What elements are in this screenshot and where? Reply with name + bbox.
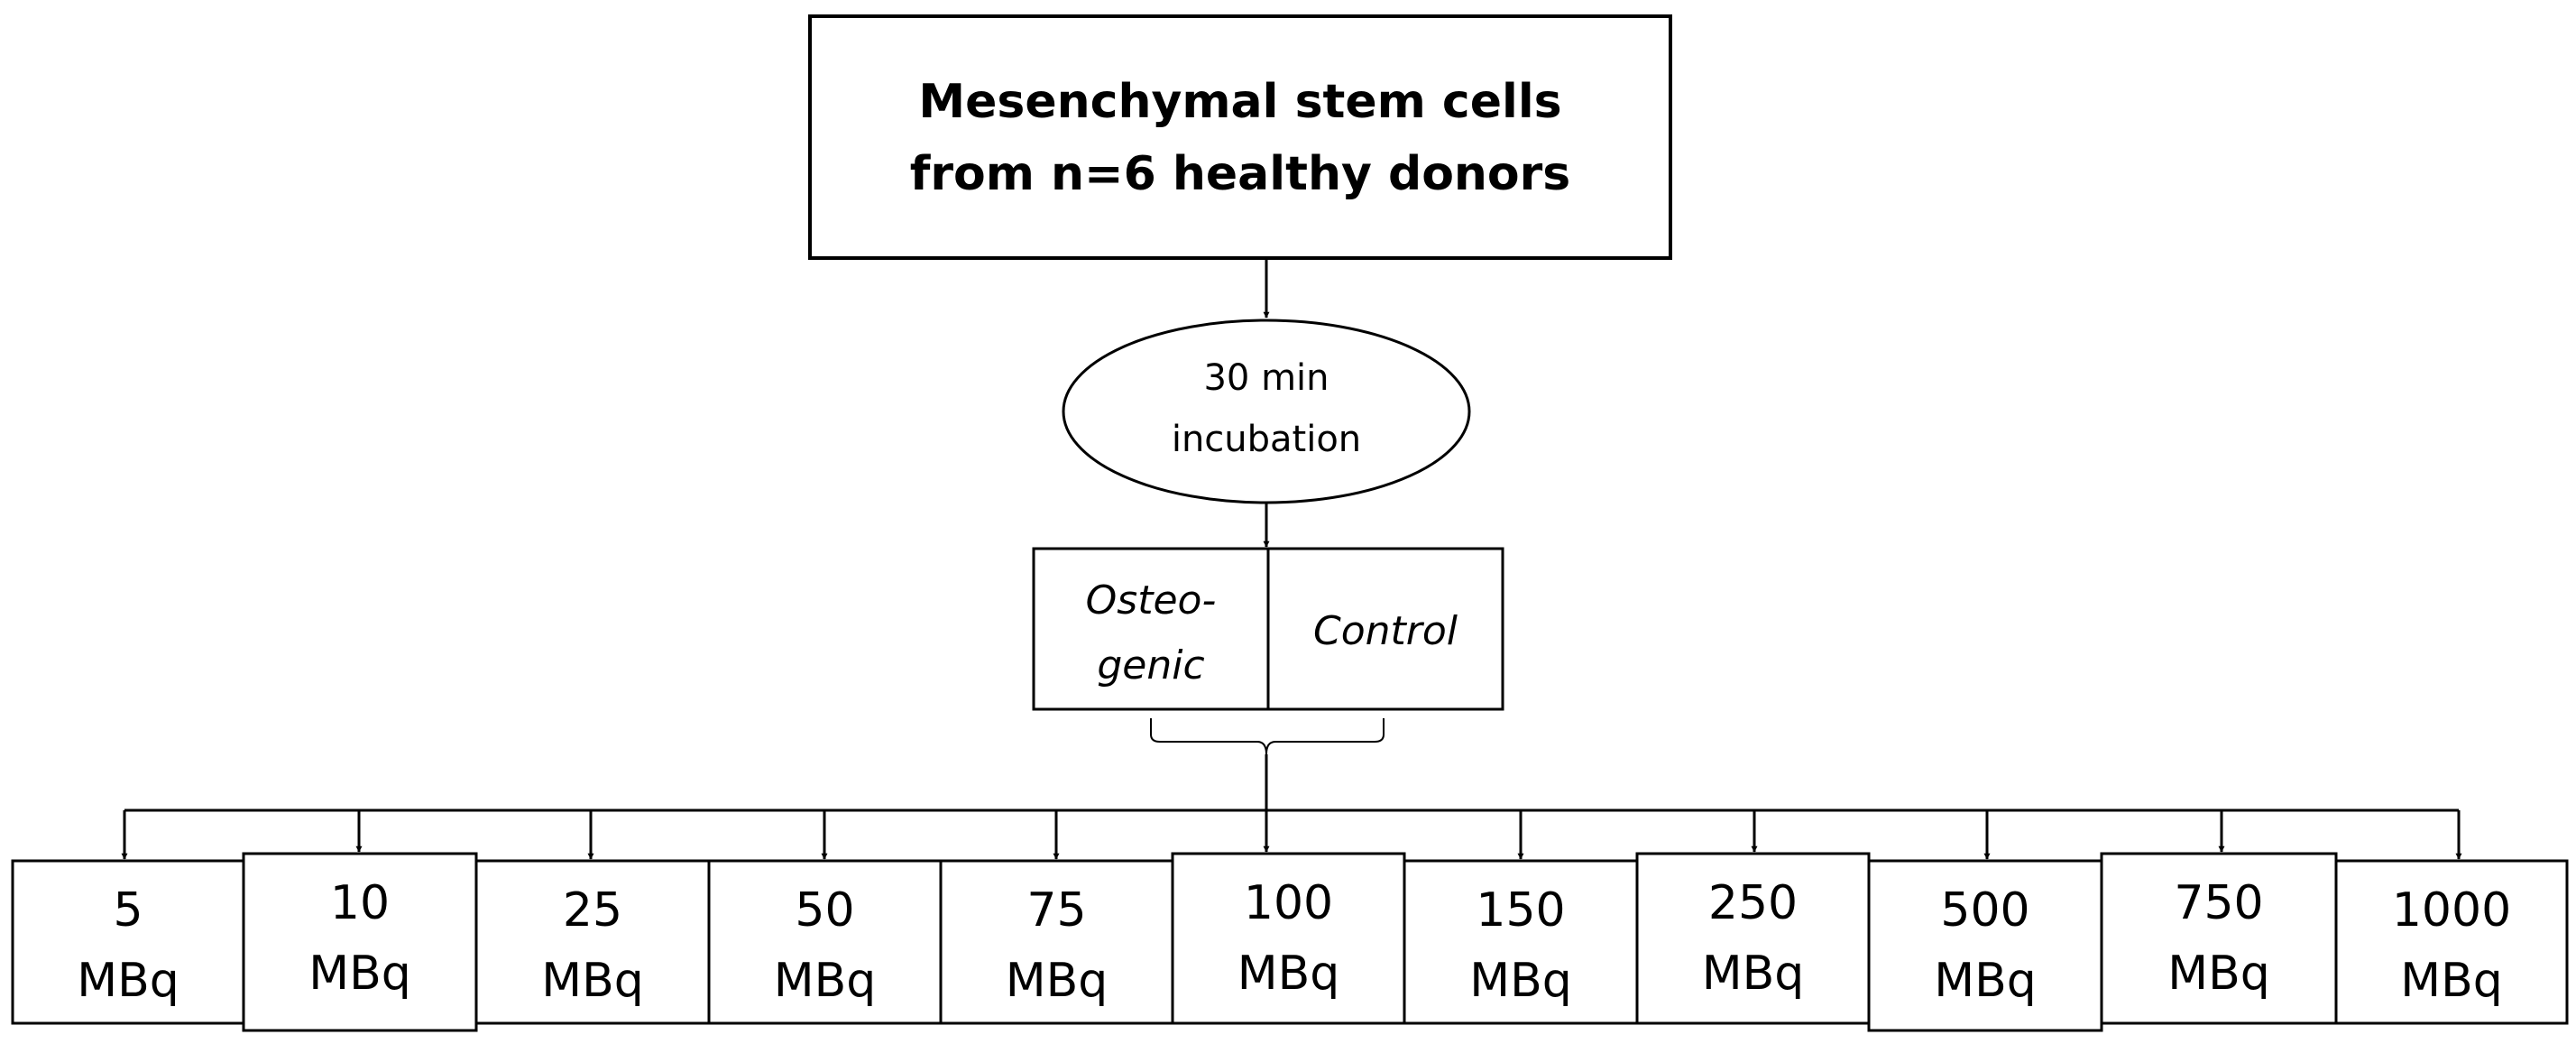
- dose-value: 100: [1244, 876, 1333, 930]
- dose-box: [1635, 852, 1871, 1025]
- dose-box: [1867, 859, 2103, 1032]
- dose-unit: MBq: [308, 947, 411, 1001]
- source-line-2: from n=6 healthy donors: [910, 147, 1571, 201]
- incubation-line-2: incubation: [1172, 419, 1361, 460]
- source-line-1: Mesenchymal stem cells: [918, 75, 1561, 129]
- group-osteogenic-line-2: genic: [1097, 642, 1204, 688]
- dose-unit: MBq: [77, 954, 179, 1008]
- dose-unit: MBq: [774, 954, 877, 1008]
- dose-unit: MBq: [541, 954, 644, 1008]
- dose-box: [707, 859, 943, 1025]
- dose-value: 1000: [2392, 883, 2511, 938]
- dose-box: [939, 859, 1174, 1025]
- dose-box: [1403, 859, 1639, 1025]
- dose-unit: MBq: [1006, 954, 1109, 1008]
- dose-box: [2100, 852, 2338, 1025]
- dose-value: 10: [330, 876, 390, 930]
- groups-bracket: [1150, 718, 1385, 755]
- dose-box: [1171, 852, 1406, 1025]
- dose-value: 150: [1476, 883, 1565, 938]
- dose-box: [11, 859, 245, 1025]
- dose-unit: MBq: [2167, 947, 2270, 1001]
- dose-box: [474, 859, 711, 1025]
- group-control: Control: [1313, 608, 1458, 654]
- dose-value: 500: [1940, 883, 2029, 938]
- source-box: [808, 14, 1672, 260]
- dose-box: [242, 852, 478, 1032]
- incubation-ellipse: [1062, 319, 1471, 504]
- dose-value: 25: [563, 883, 622, 938]
- dose-unit: MBq: [2400, 954, 2503, 1008]
- dose-value: 750: [2174, 876, 2263, 930]
- dose-value: 250: [1708, 876, 1798, 930]
- dose-unit: MBq: [1469, 954, 1572, 1008]
- dose-value: 75: [1026, 883, 1086, 938]
- dose-branches: [121, 810, 2462, 860]
- dose-value: 5: [113, 883, 143, 938]
- incubation-line-1: 30 min: [1203, 357, 1329, 399]
- dose-unit: MBq: [1237, 947, 1340, 1001]
- group-osteogenic-line-1: Osteo-: [1086, 577, 1217, 624]
- dose-box: [2334, 859, 2569, 1025]
- dose-value: 50: [795, 883, 854, 938]
- dose-unit: MBq: [1702, 947, 1805, 1001]
- dose-unit: MBq: [1934, 954, 2037, 1008]
